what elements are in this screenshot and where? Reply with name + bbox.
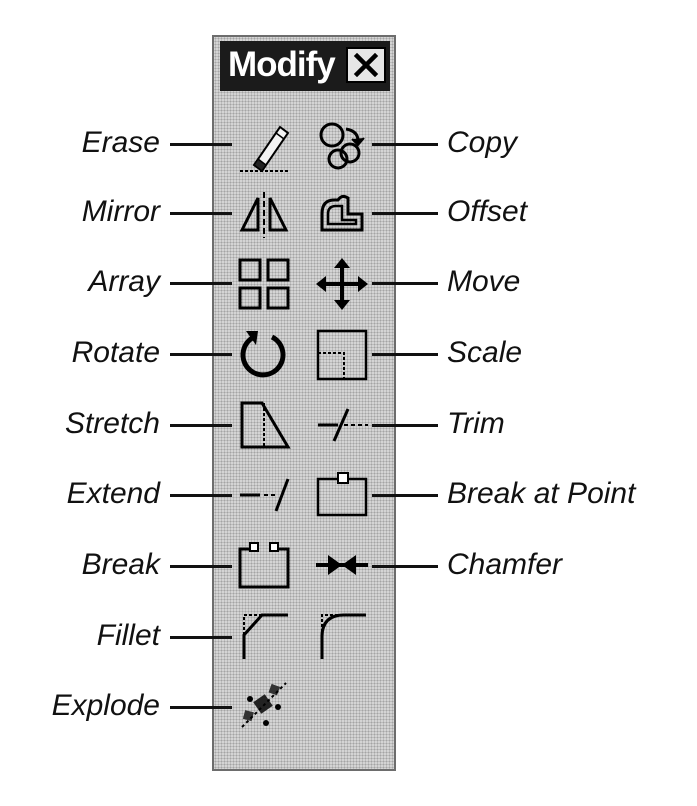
leader-chamfer bbox=[372, 565, 438, 568]
extend-line-icon bbox=[240, 478, 290, 512]
copy-circles-icon bbox=[319, 122, 365, 170]
stretch-tool-button[interactable] bbox=[234, 395, 294, 455]
break-at-point-tool-button[interactable] bbox=[312, 465, 372, 525]
leader-break bbox=[170, 565, 232, 568]
array-grid-icon bbox=[238, 258, 290, 310]
label-offset: Offset bbox=[447, 195, 528, 228]
label-copy: Copy bbox=[447, 126, 518, 159]
fillet-tool-button[interactable] bbox=[234, 605, 294, 665]
leader-explode bbox=[170, 706, 232, 709]
copy-tool-button[interactable] bbox=[312, 117, 372, 177]
label-rotate: Rotate bbox=[71, 336, 160, 369]
label-move: Move bbox=[447, 265, 521, 298]
rotate-tool-button[interactable] bbox=[234, 325, 294, 385]
array-tool-button[interactable] bbox=[234, 254, 294, 314]
leader-mirror bbox=[170, 212, 232, 215]
scale-tool-button[interactable] bbox=[312, 325, 372, 385]
toolbar-title: Modify bbox=[228, 45, 336, 84]
close-icon bbox=[353, 53, 379, 77]
erase-tool-button[interactable] bbox=[234, 117, 294, 177]
explode-tool-button[interactable] bbox=[234, 675, 294, 735]
modify-toolbar: Modify bbox=[212, 35, 396, 771]
stretch-shape-icon bbox=[240, 401, 291, 449]
extend-tool-button[interactable] bbox=[234, 465, 294, 525]
chamfer-tool-button[interactable] bbox=[312, 535, 372, 595]
label-mirror: Mirror bbox=[81, 195, 160, 228]
scale-squares-icon bbox=[316, 329, 368, 381]
toolbar-titlebar[interactable]: Modify bbox=[220, 41, 390, 91]
move-arrows-icon bbox=[316, 258, 368, 310]
label-break: Break bbox=[81, 548, 160, 581]
eraser-icon bbox=[240, 125, 290, 173]
leader-array bbox=[170, 282, 232, 285]
label-fillet: Fillet bbox=[96, 619, 160, 652]
fillet-round-corner-icon bbox=[320, 613, 366, 659]
trim-tool-button[interactable] bbox=[312, 395, 372, 455]
mirror-tool-button[interactable] bbox=[234, 184, 294, 244]
fillet-corner-icon bbox=[242, 613, 288, 659]
label-break-at-point: Break at Point bbox=[447, 477, 636, 510]
rotate-arrow-icon bbox=[240, 331, 286, 378]
break-tool-button[interactable] bbox=[234, 535, 294, 595]
move-tool-button[interactable] bbox=[312, 254, 372, 314]
leader-extend bbox=[170, 494, 232, 497]
offset-shape-icon bbox=[320, 194, 364, 232]
label-extend: Extend bbox=[66, 477, 160, 510]
leader-stretch bbox=[170, 424, 232, 427]
label-scale: Scale bbox=[447, 336, 523, 369]
mirror-triangles-icon bbox=[239, 192, 289, 238]
break-at-point-icon bbox=[316, 472, 368, 517]
leader-break-at-point bbox=[372, 494, 438, 497]
label-explode: Explode bbox=[51, 689, 160, 722]
label-chamfer: Chamfer bbox=[447, 548, 563, 581]
leader-offset bbox=[372, 212, 438, 215]
offset-tool-button[interactable] bbox=[312, 184, 372, 244]
chamfer-arrows-icon bbox=[316, 555, 368, 575]
close-button[interactable] bbox=[346, 47, 386, 83]
leader-erase bbox=[170, 143, 232, 146]
label-array: Array bbox=[88, 265, 160, 298]
leader-fillet bbox=[170, 636, 232, 639]
label-erase: Erase bbox=[81, 126, 160, 159]
explode-icon bbox=[241, 682, 287, 728]
label-stretch: Stretch bbox=[64, 407, 160, 440]
leader-trim bbox=[372, 424, 438, 427]
fillet-round-tool-button[interactable] bbox=[312, 605, 372, 665]
leader-copy bbox=[372, 143, 438, 146]
leader-move bbox=[372, 282, 438, 285]
break-rectangle-icon bbox=[238, 542, 290, 589]
leader-scale bbox=[372, 353, 438, 356]
leader-rotate bbox=[170, 353, 232, 356]
trim-line-icon bbox=[318, 408, 368, 442]
label-trim: Trim bbox=[447, 407, 505, 440]
